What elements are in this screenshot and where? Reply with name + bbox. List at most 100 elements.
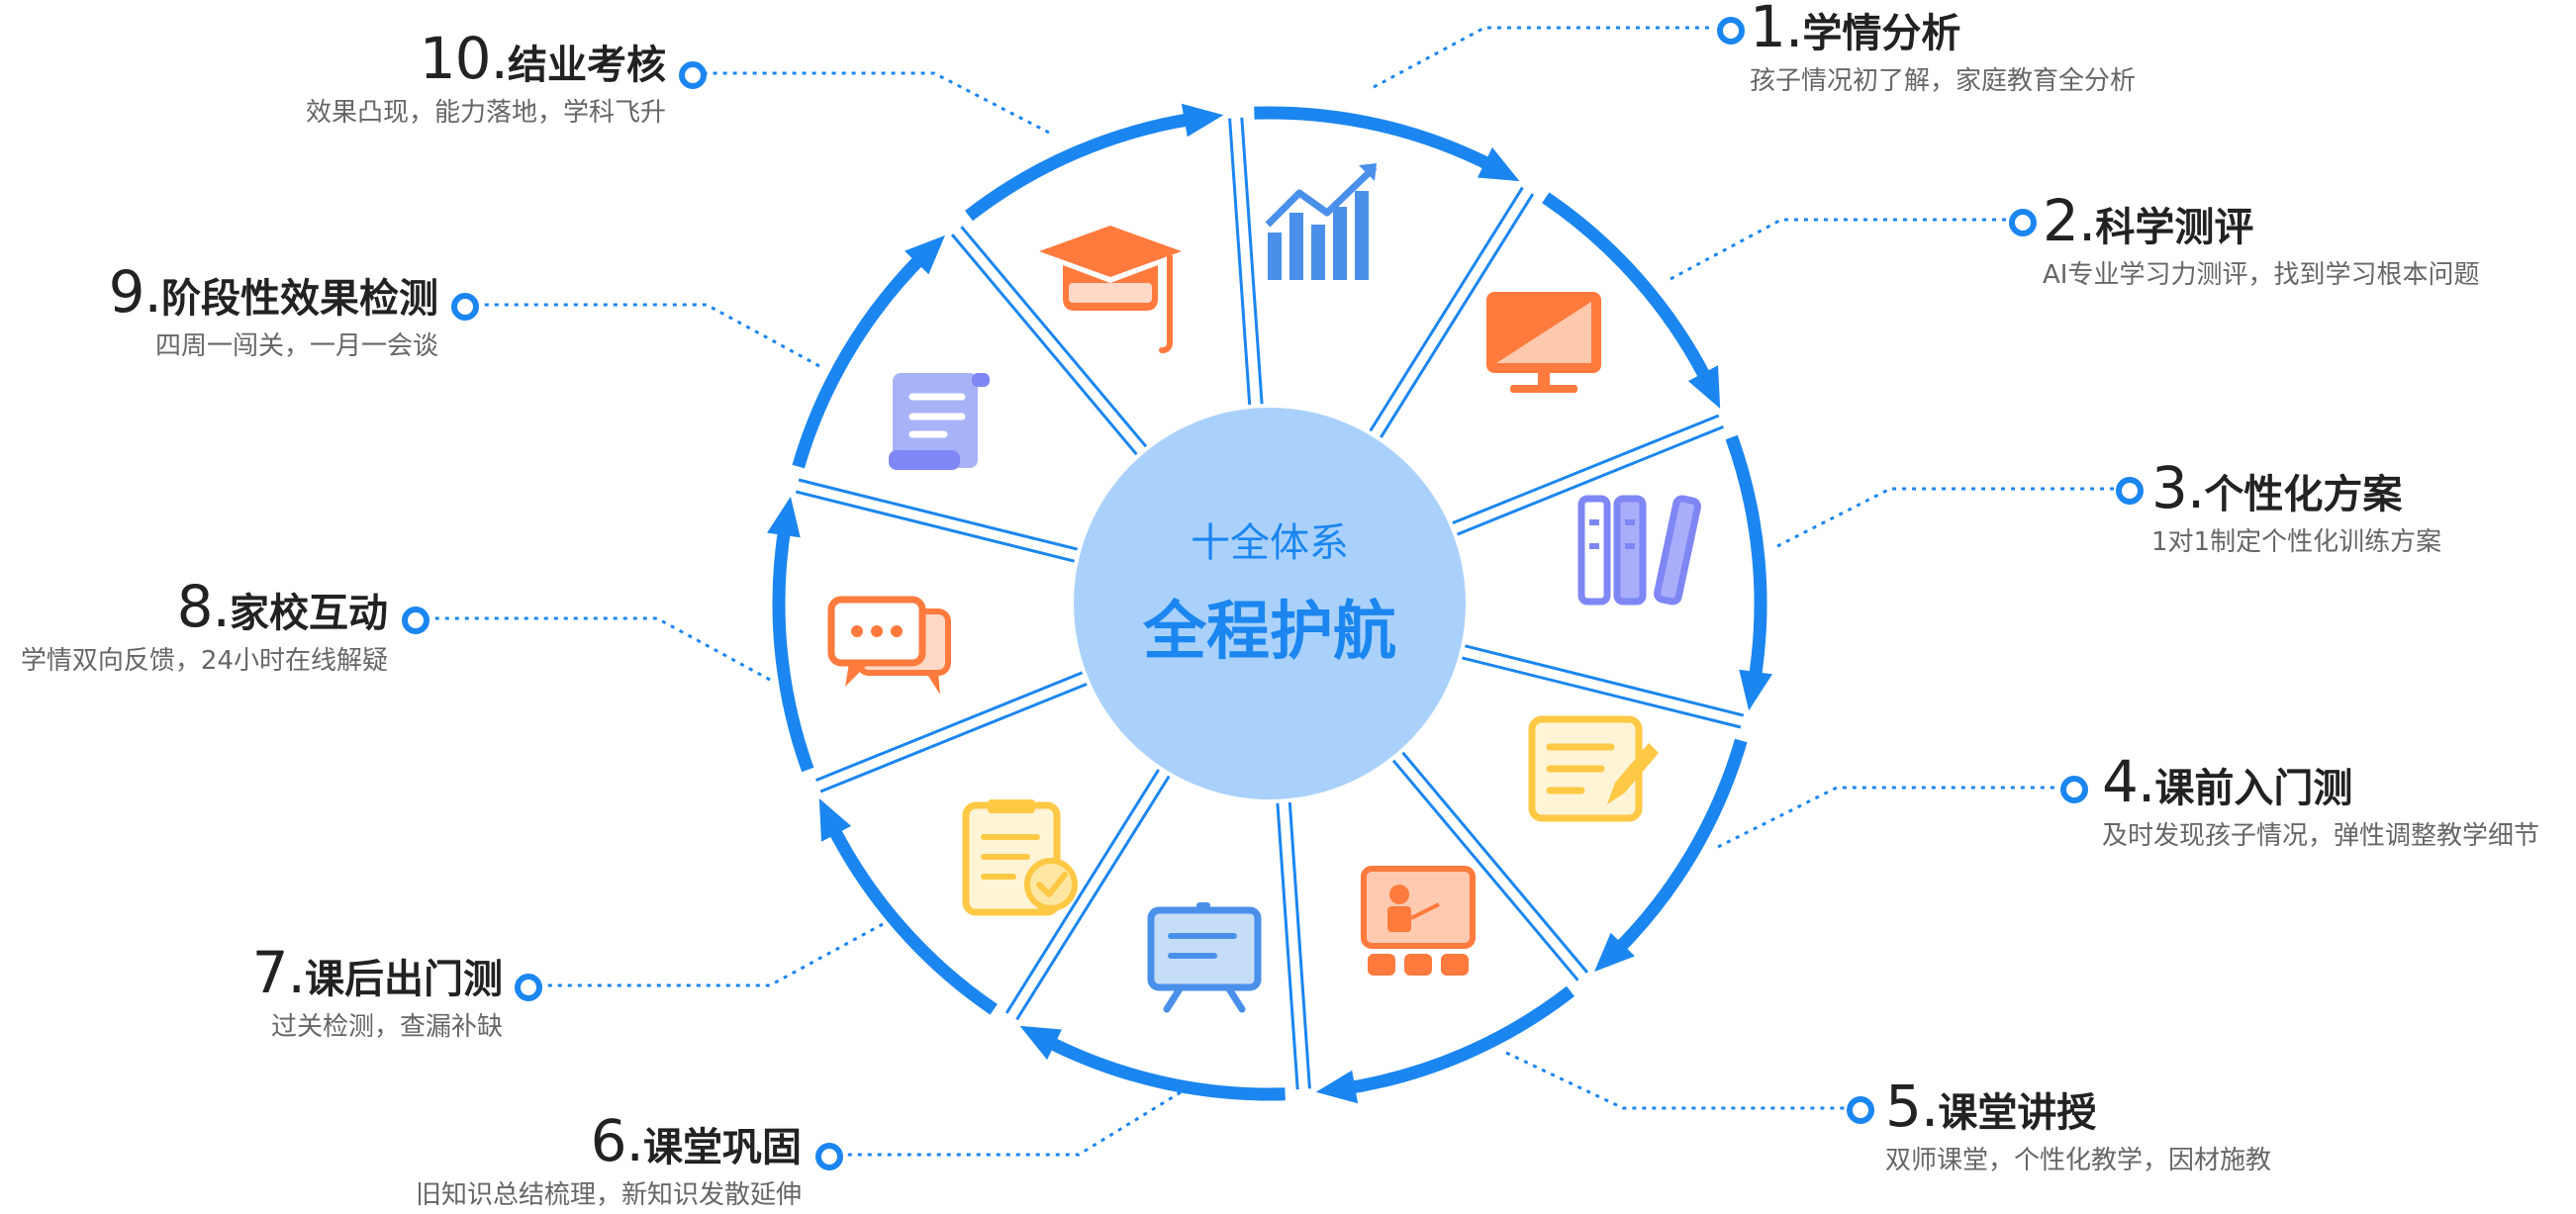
ring-arrowhead	[905, 234, 945, 275]
chat-bubbles-icon	[827, 596, 951, 695]
connector-lines	[427, 26, 2114, 1157]
step-5: 5.课堂讲授 双师课堂，个性化教学，因材施教	[1885, 1077, 2576, 1179]
ring-arrowhead	[818, 798, 852, 842]
ring-arrowhead	[1019, 1025, 1062, 1061]
step-number: 7.	[251, 939, 306, 1006]
segment-divider-line	[815, 671, 1084, 782]
ring-arc-segment	[825, 820, 998, 1015]
segment-divider-line	[1452, 414, 1720, 524]
ring-arc-segment	[1610, 738, 1748, 958]
ring-arrowhead	[1739, 669, 1772, 711]
ring-arrowhead	[767, 496, 801, 538]
dotted-connector-line	[427, 616, 771, 682]
segment-divider-line	[798, 478, 1078, 551]
center-subtitle: 十全体系	[1191, 520, 1349, 566]
dotted-connector-line	[1373, 26, 1715, 89]
dotted-connector-line	[704, 71, 1050, 135]
step-number: 3.	[2151, 454, 2205, 521]
ring-arc-segment	[772, 522, 814, 773]
ring-arrowhead	[1687, 365, 1721, 409]
step-number: 2.	[2043, 187, 2096, 254]
step-name: 课后出门测	[305, 957, 503, 1002]
step-description: 四周一闯关，一月一会谈	[154, 331, 438, 361]
ring-arc-segment	[1542, 192, 1714, 387]
ring-arc-segment	[1343, 985, 1574, 1095]
dotted-connector-line	[1776, 487, 2114, 548]
step-7: 7.课后出门测 过关检测，查漏补缺	[0, 944, 503, 1046]
step-description: 及时发现孩子情况，弹性调整教学细节	[2102, 821, 2540, 851]
books-icon	[1577, 495, 1701, 606]
ring-arrowhead	[1594, 932, 1635, 973]
ring-arrowhead	[1315, 1070, 1359, 1104]
step-name: 结业考核	[508, 43, 666, 88]
step-number: 8.	[176, 573, 231, 640]
dotted-connector-line	[476, 303, 820, 368]
step-name: 课堂讲授	[1938, 1090, 2097, 1136]
segment-divider-line	[1380, 193, 1535, 438]
segment-divider-line	[1401, 751, 1589, 974]
segment-divider-line	[960, 226, 1148, 448]
step-name: 课堂巩固	[643, 1125, 802, 1170]
step-description: 1对1制定个性化训练方案	[2151, 527, 2442, 557]
dotted-connector-line	[539, 922, 884, 987]
step-description: 过关检测，查漏补缺	[270, 1012, 503, 1042]
step-name: 科学测评	[2095, 205, 2254, 250]
step-9-marker-dot	[451, 293, 479, 321]
segment-divider-line	[1240, 117, 1264, 405]
segment-divider-line	[1004, 769, 1160, 1014]
segment-divider-line	[1456, 425, 1724, 536]
ring-arrowhead	[1478, 146, 1520, 182]
step-number: 5.	[1885, 1073, 1939, 1140]
step-description: 孩子情况初了解，家庭教育全分析	[1750, 66, 2137, 96]
step-4-marker-dot	[2060, 776, 2088, 803]
step-name: 阶段性效果检测	[161, 276, 438, 322]
center-title: 全程护航	[1142, 596, 1396, 669]
step-9: 9.阶段性效果检测 四周一闯关，一月一会谈	[0, 263, 438, 365]
step-description: 效果凸现，能力落地，学科飞升	[305, 98, 666, 128]
checklist-icon	[962, 799, 1078, 916]
notepad-pencil-icon	[1528, 715, 1659, 822]
step-description: 旧知识总结梳理，新知识发散延伸	[415, 1180, 802, 1210]
step-8: 8.家校互动 学情双向反馈，24小时在线解疑	[0, 578, 388, 680]
ring-arc-segment	[1041, 1034, 1286, 1101]
segment-divider-line	[1462, 656, 1742, 729]
step-1-marker-dot	[1717, 17, 1745, 45]
center-circle	[1074, 408, 1466, 799]
ring-arc-segment	[1254, 106, 1498, 173]
step-number: 4.	[2102, 748, 2155, 815]
scroll-document-icon	[889, 373, 990, 470]
segment-divider-line	[1465, 644, 1745, 717]
step-name: 课前入门测	[2154, 766, 2353, 811]
segment-dividers	[795, 117, 1745, 1090]
segment-divider-line	[819, 683, 1088, 794]
step-name: 家校互动	[230, 591, 388, 636]
dotted-connector-line	[1717, 786, 2058, 849]
ring-arc-segment	[1725, 434, 1767, 685]
dotted-connector-line	[1505, 1051, 1845, 1110]
step-3: 3.个性化方案 1对1制定个性化训练方案	[2151, 459, 2576, 561]
dotted-connector-line	[1670, 218, 2007, 281]
step-10-marker-dot	[679, 61, 707, 89]
step-4: 4.课前入门测 及时发现孩子情况，弹性调整教学细节	[2102, 753, 2576, 855]
step-description: 学情双向反馈，24小时在线解疑	[20, 646, 388, 676]
step-3-marker-dot	[2116, 477, 2144, 505]
step-6-marker-dot	[815, 1143, 843, 1170]
ring-arc-segment	[965, 112, 1196, 222]
step-8-marker-dot	[402, 607, 429, 634]
classroom-teacher-icon	[1361, 866, 1476, 976]
segment-divider-line	[1369, 186, 1524, 432]
step-6: 6.课堂巩固 旧知识总结梳理，新知识发散延伸	[0, 1112, 802, 1214]
step-description: AI专业学习力测评，找到学习根本问题	[2043, 260, 2480, 290]
graduation-cap-icon	[1039, 226, 1182, 353]
growth-chart-icon	[1265, 163, 1378, 280]
step-number: 10.	[419, 25, 509, 92]
segment-divider-line	[950, 233, 1138, 456]
step-name: 学情分析	[1802, 11, 1961, 56]
segment-divider-line	[1288, 801, 1311, 1089]
step-description: 双师课堂，个性化教学，因材施教	[1885, 1146, 2272, 1175]
step-name: 个性化方案	[2204, 472, 2403, 517]
segment-divider-line	[795, 490, 1075, 563]
step-7-marker-dot	[515, 974, 542, 1001]
step-10: 10.结业考核 效果凸现，能力落地，学科飞升	[0, 30, 666, 132]
